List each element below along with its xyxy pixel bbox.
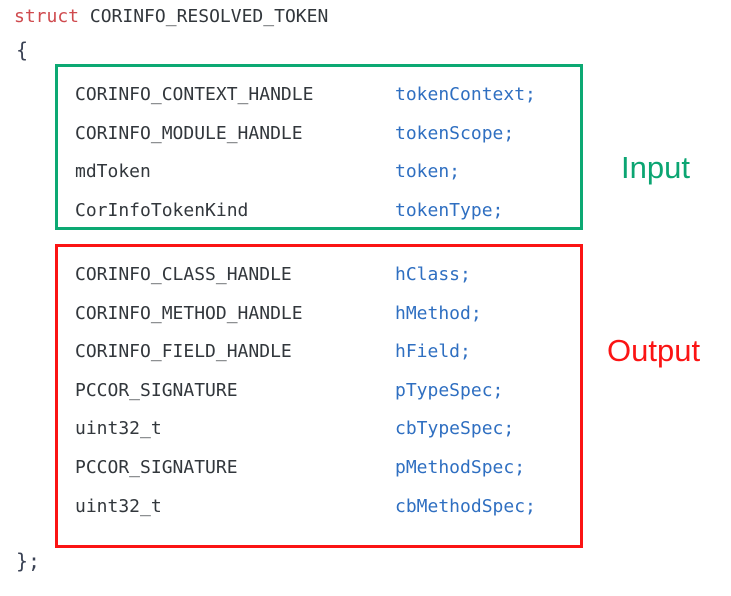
field-name: tokenScope; <box>395 122 515 144</box>
struct-field-row: CORINFO_METHOD_HANDLE hMethod; <box>75 295 580 334</box>
output-label: Output <box>607 333 701 368</box>
input-label: Input <box>621 150 690 185</box>
field-name: token; <box>395 161 461 183</box>
field-name: tokenType; <box>395 199 504 221</box>
field-type: CORINFO_METHOD_HANDLE <box>75 302 303 324</box>
struct-field-row: CORINFO_FIELD_HANDLE hField; <box>75 333 580 372</box>
field-type: mdToken <box>75 161 151 183</box>
struct-field-row: uint32_t cbMethodSpec; <box>75 488 580 527</box>
close-brace: }; <box>16 549 41 573</box>
field-name: hClass; <box>395 264 471 285</box>
open-brace: { <box>16 38 29 62</box>
input-fields-box: CORINFO_CONTEXT_HANDLE tokenContext; CORI… <box>55 64 583 230</box>
field-name: pMethodSpec; <box>395 456 526 478</box>
field-type: CORINFO_CLASS_HANDLE <box>75 264 292 285</box>
struct-field-row: CorInfoTokenKind tokenType; <box>75 192 580 231</box>
struct-keyword: struct <box>14 6 80 27</box>
field-name: cbTypeSpec; <box>395 418 515 440</box>
struct-field-row: uint32_t cbTypeSpec; <box>75 410 580 449</box>
field-type: CORINFO_MODULE_HANDLE <box>75 122 303 144</box>
field-type: CorInfoTokenKind <box>75 199 249 221</box>
field-type: CORINFO_FIELD_HANDLE <box>75 341 292 363</box>
field-type: CORINFO_CONTEXT_HANDLE <box>75 84 314 105</box>
field-name: hField; <box>395 341 471 363</box>
field-type: uint32_t <box>75 418 162 440</box>
field-name: tokenContext; <box>395 84 536 105</box>
struct-name: CORINFO_RESOLVED_TOKEN <box>89 6 329 27</box>
output-fields-box: CORINFO_CLASS_HANDLE hClass; CORINFO_METH… <box>55 244 583 548</box>
field-type: uint32_t <box>75 495 162 517</box>
struct-field-row: CORINFO_MODULE_HANDLE tokenScope; <box>75 115 580 154</box>
field-name: cbMethodSpec; <box>395 495 536 517</box>
field-type: PCCOR_SIGNATURE <box>75 379 238 401</box>
struct-declaration-line: struct CORINFO_RESOLVED_TOKEN <box>14 6 328 27</box>
struct-field-row: CORINFO_CONTEXT_HANDLE tokenContext; <box>75 76 580 115</box>
struct-spacer <box>79 6 90 27</box>
struct-field-row: PCCOR_SIGNATURE pMethodSpec; <box>75 449 580 488</box>
struct-field-row: CORINFO_CLASS_HANDLE hClass; <box>75 256 580 295</box>
field-name: pTypeSpec; <box>395 379 504 401</box>
struct-field-row: PCCOR_SIGNATURE pTypeSpec; <box>75 372 580 411</box>
field-name: hMethod; <box>395 302 482 324</box>
struct-field-row: mdToken token; <box>75 153 580 192</box>
field-type: PCCOR_SIGNATURE <box>75 456 238 478</box>
